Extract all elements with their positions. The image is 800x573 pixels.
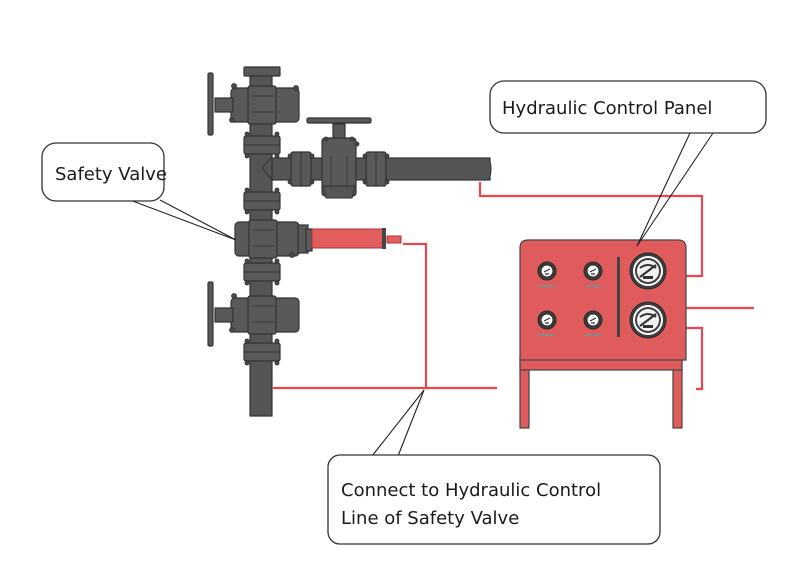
upper-master-valve bbox=[207, 72, 300, 136]
mid-flange bbox=[243, 187, 281, 215]
wing-flange-right bbox=[362, 151, 390, 187]
line-actuator-to-junction bbox=[403, 242, 428, 388]
callout-control-panel: Hydraulic Control Panel bbox=[489, 80, 767, 247]
small-gauge bbox=[583, 310, 603, 336]
small-gauge bbox=[537, 261, 557, 287]
callout-safety-valve-text: Safety Valve bbox=[55, 164, 167, 185]
callout-safety-valve: Safety Valve bbox=[41, 142, 237, 241]
wing-valve[interactable] bbox=[306, 117, 372, 199]
wing-handwheel[interactable] bbox=[306, 117, 372, 124]
callout-control-panel-text: Hydraulic Control Panel bbox=[502, 98, 712, 119]
small-gauge bbox=[537, 310, 557, 336]
hydraulic-actuator[interactable] bbox=[305, 228, 402, 252]
upper-handwheel[interactable] bbox=[207, 72, 214, 136]
hydraulic-lines bbox=[273, 182, 754, 391]
line-pipe-to-panel bbox=[478, 182, 704, 278]
large-pressure-gauge bbox=[629, 301, 667, 339]
hydraulic-control-panel[interactable] bbox=[519, 239, 687, 429]
large-pressure-gauge bbox=[629, 252, 667, 290]
callout-connection: Connect to Hydraulic Control Line of Saf… bbox=[327, 389, 661, 545]
small-gauge bbox=[583, 261, 603, 287]
lower-master-valve bbox=[207, 281, 300, 347]
lower-flange-1 bbox=[243, 258, 281, 286]
lower-handwheel[interactable] bbox=[207, 281, 214, 347]
wing-assembly bbox=[271, 117, 492, 199]
safety-valve[interactable] bbox=[234, 219, 309, 259]
panel-divider bbox=[617, 257, 620, 337]
lower-flange-2 bbox=[243, 338, 281, 366]
wing-flange-left bbox=[287, 151, 315, 187]
callout-connection-line1: Connect to Hydraulic Control bbox=[341, 480, 601, 501]
wellhead-tree bbox=[207, 66, 402, 417]
upper-flange bbox=[243, 131, 281, 159]
top-cap-flange bbox=[243, 66, 281, 77]
callout-connection-line2: Line of Safety Valve bbox=[341, 508, 519, 529]
line-panel-right-bracket bbox=[686, 326, 704, 391]
